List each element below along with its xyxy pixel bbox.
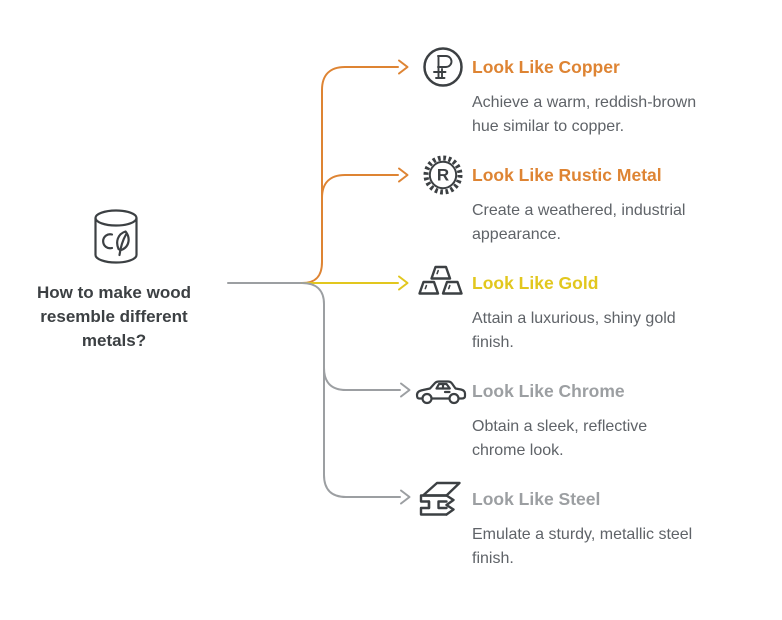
branch-desc-steel: Emulate a sturdy, metallic steel finish.	[472, 526, 693, 567]
rustic-arrowhead-icon	[398, 167, 409, 183]
chrome-branch-line	[323, 367, 401, 391]
branch-desc-copper: Achieve a warm, reddish-brown hue simila…	[472, 94, 697, 135]
car-icon	[415, 375, 467, 407]
eco-paint-can-icon	[92, 208, 140, 266]
branch-desc-gold: Attain a luxurious, shiny gold finish.	[472, 310, 676, 351]
leaf-stem	[118, 233, 128, 257]
branch-title-copper: Look Like Copper	[472, 57, 620, 77]
steel-arrowhead-icon	[400, 489, 411, 505]
chrome-arrowhead-icon	[400, 382, 411, 398]
gear-badge-icon: R	[421, 153, 465, 197]
ruble-coin-icon	[421, 45, 465, 89]
steel-beam-icon	[414, 478, 464, 522]
rustic-branch-line	[321, 174, 399, 199]
root-question-title: How to make wood resemble different meta…	[37, 283, 191, 350]
steel-branch-line	[301, 282, 401, 498]
letter-r-glyph: R	[437, 166, 449, 185]
branch-title-rustic-metal: Look Like Rustic Metal	[472, 165, 662, 185]
branch-title-gold: Look Like Gold	[472, 273, 599, 293]
copper-arrowhead-icon	[398, 59, 409, 75]
copper-branch-line	[301, 66, 399, 284]
branch-title-steel: Look Like Steel	[472, 489, 601, 509]
leaf-curve	[102, 233, 114, 250]
gold-arrowhead-icon	[398, 275, 409, 291]
branch-title-chrome: Look Like Chrome	[472, 381, 625, 401]
gold-ingots-icon	[417, 263, 465, 299]
branch-desc-chrome: Obtain a sleek, reflective chrome look.	[472, 418, 648, 459]
branch-desc-rustic-metal: Create a weathered, industrial appearanc…	[472, 202, 686, 243]
